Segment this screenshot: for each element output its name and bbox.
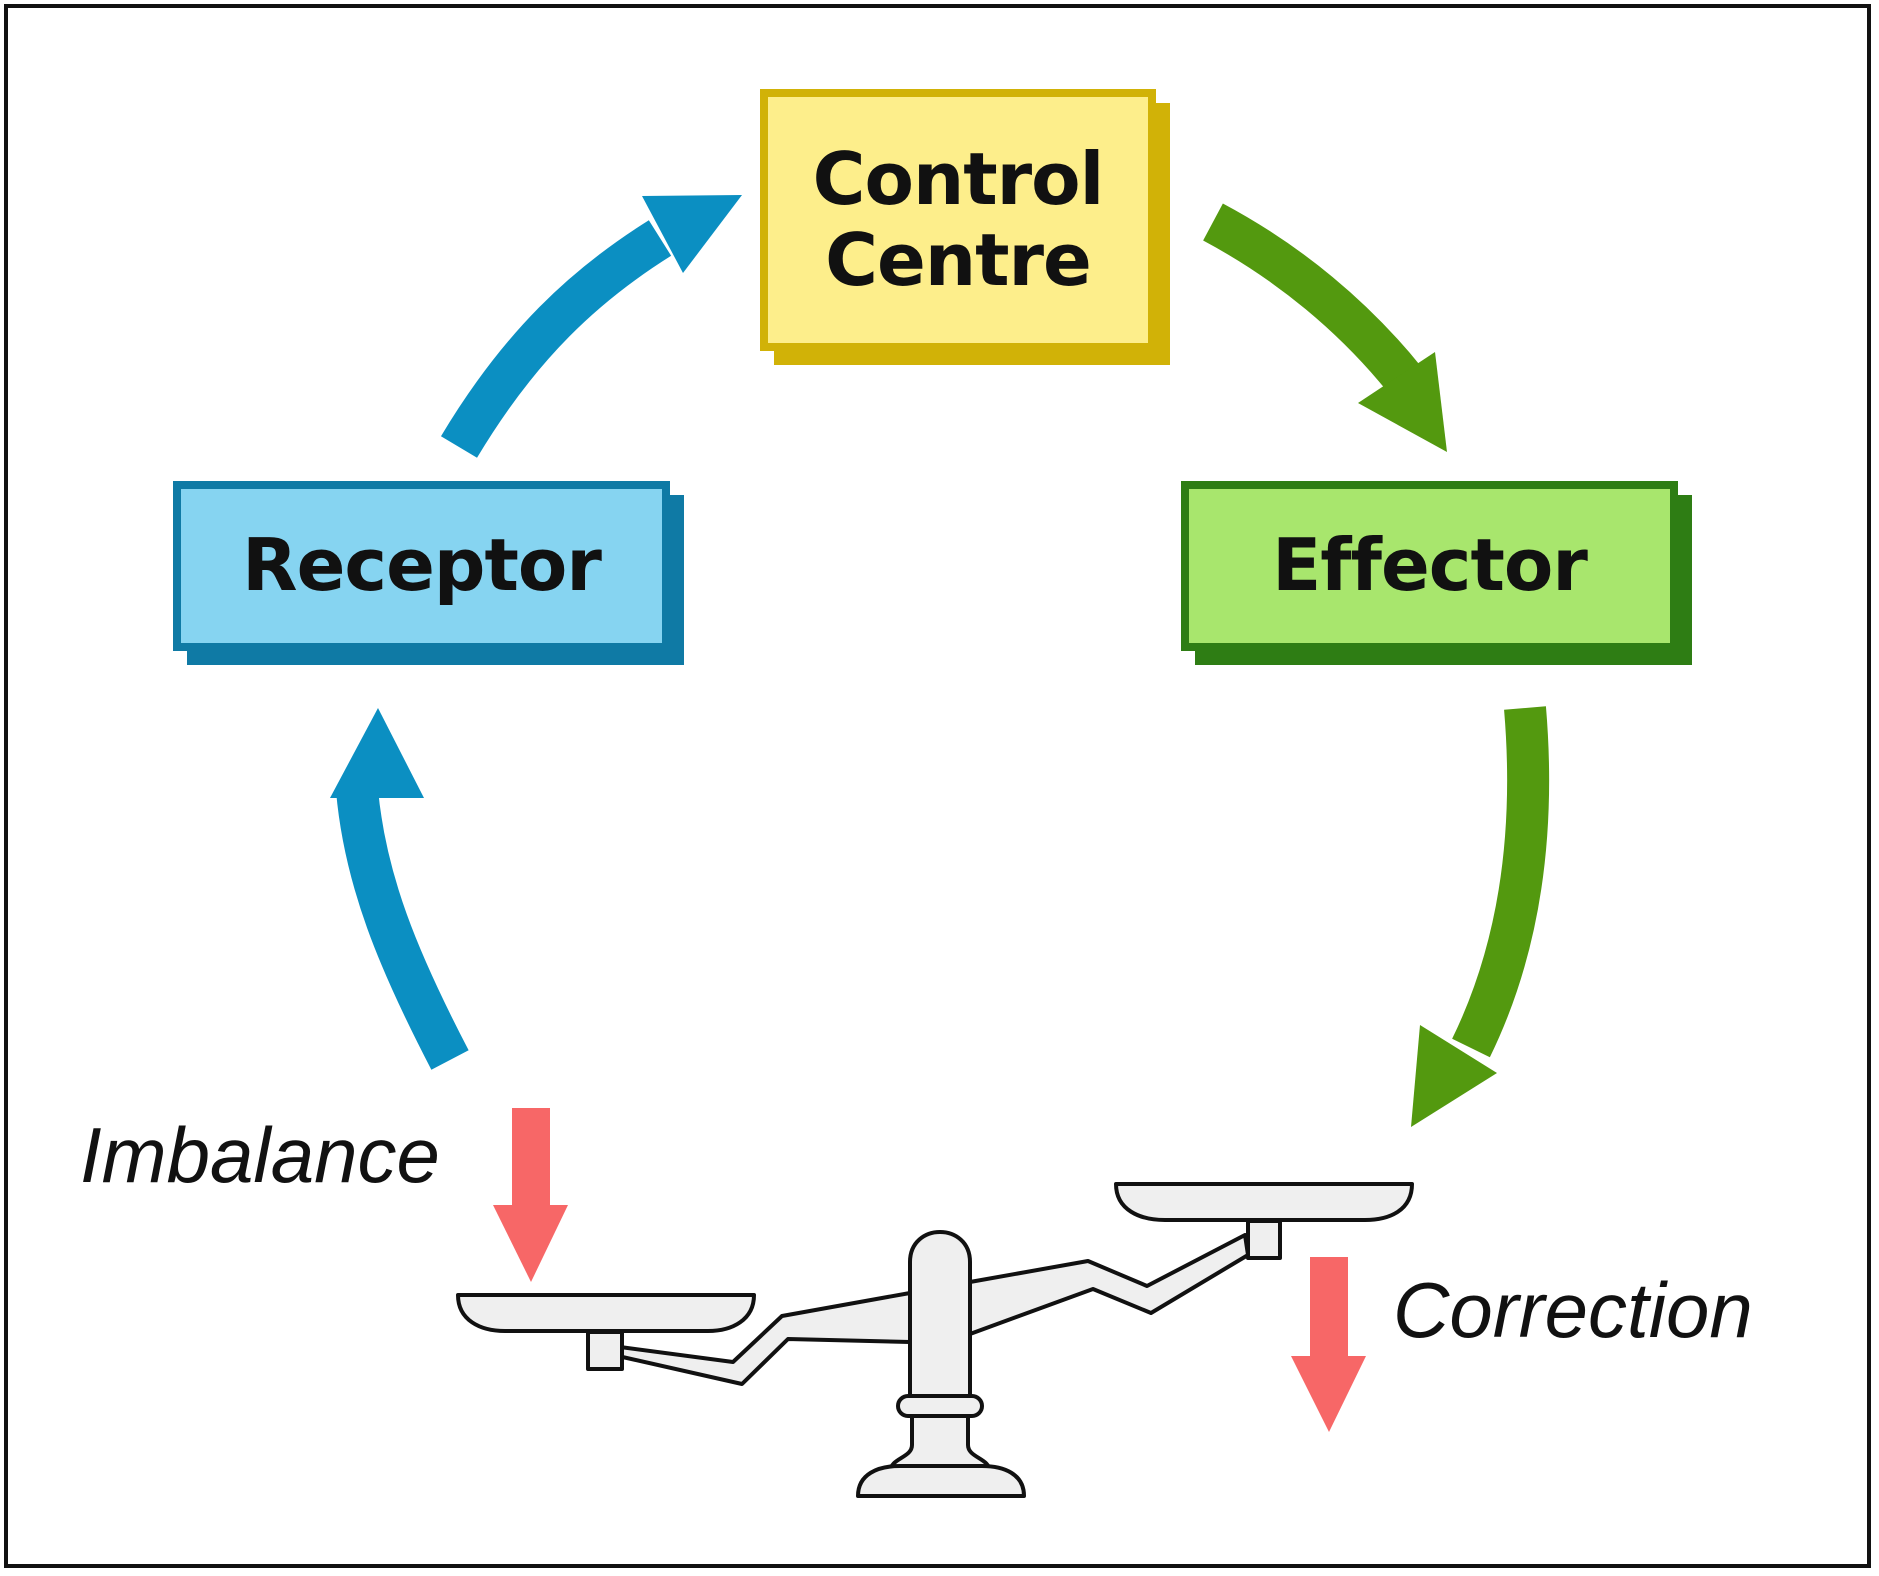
imbalance-label: Imbalance	[80, 1111, 440, 1199]
arrow-effector-to-correction	[1411, 706, 1550, 1127]
effector-box: Effector	[1181, 481, 1678, 651]
arrow-receptor-to-control	[440, 195, 742, 458]
receptor-label: Receptor	[242, 523, 602, 608]
control-centre-box: Control Centre	[760, 89, 1156, 351]
red-arrow-imbalance	[493, 1108, 568, 1282]
arrow-imbalance-to-receptor	[330, 708, 469, 1070]
red-arrow-correction	[1291, 1257, 1366, 1432]
effector-label: Effector	[1272, 523, 1588, 608]
control-centre-label: Control Centre	[812, 136, 1105, 302]
balance-scale-icon	[456, 1182, 1414, 1498]
control-centre-line2: Centre	[825, 218, 1092, 302]
arrow-control-to-effector	[1203, 203, 1447, 452]
correction-label: Correction	[1393, 1266, 1753, 1354]
control-centre-line1: Control	[812, 136, 1105, 221]
receptor-box: Receptor	[173, 481, 670, 651]
